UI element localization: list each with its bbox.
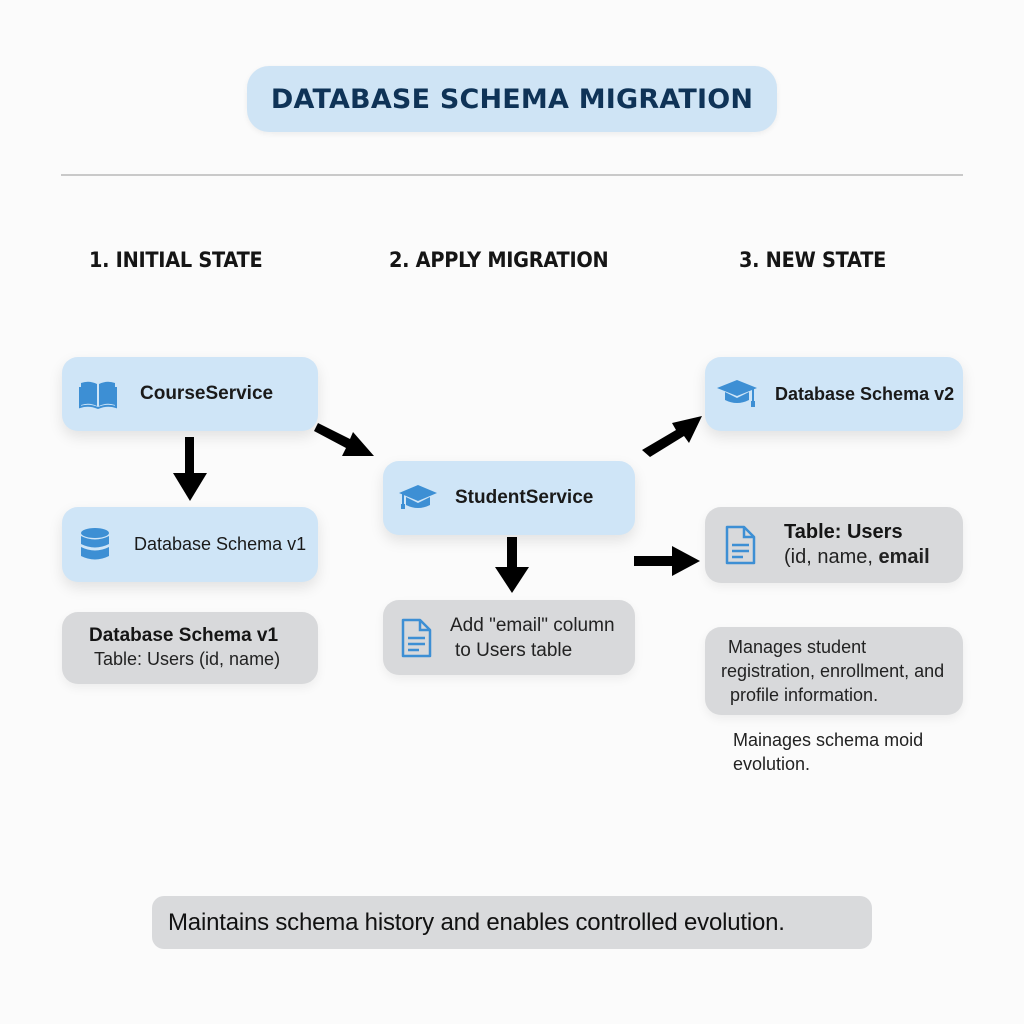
arrow-down-student-to-migration	[495, 537, 529, 593]
migration-step: Add "email" column to Users table	[383, 600, 635, 675]
footer-summary: Maintains schema history and enables con…	[152, 896, 872, 949]
schema-v2-node: Database Schema v2	[705, 357, 963, 431]
arrow-student-to-schema-v2	[642, 416, 702, 457]
student-service-node: StudentService	[383, 461, 635, 535]
student-service-label: StudentService	[455, 487, 594, 508]
course-service-label: CourseService	[140, 383, 274, 404]
users-table-v2-columns-prefix: (id, name,	[784, 546, 879, 568]
migration-step-line1: Add "email" column	[450, 614, 615, 636]
schema-v1-node-label: Database Schema v1	[134, 534, 307, 554]
users-table-v2-columns: (id, name, email	[784, 545, 930, 570]
migration-step-line2: to Users table	[455, 639, 573, 661]
course-service-node: CourseService	[62, 357, 318, 431]
schema-v2-node-label: Database Schema v2	[775, 383, 955, 404]
document-icon	[723, 525, 757, 565]
schema-v1-detail: Database Schema v1 Table: Users (id, nam…	[62, 612, 318, 684]
database-icon	[80, 527, 110, 563]
arrow-migration-to-users-table	[634, 546, 700, 576]
arrow-down-course-to-schema-v1	[173, 437, 207, 501]
graduation-cap-icon	[397, 483, 439, 513]
schema-evolution-note: Mainages schema moid evolution.	[733, 728, 923, 776]
student-service-description: Manages student registration, enrollment…	[705, 627, 963, 715]
student-desc-line3: profile information.	[730, 685, 879, 705]
graduation-cap-icon	[715, 378, 759, 410]
arrow-course-to-student	[314, 423, 374, 456]
student-desc-line2: registration, enrollment, and	[721, 661, 945, 681]
diagram-title: DATABASE SCHEMA MIGRATION	[270, 83, 754, 115]
users-table-v2-title: Table: Users	[784, 521, 903, 543]
student-desc-line1: Manages student	[728, 637, 867, 657]
schema-note-line2: evolution.	[733, 754, 811, 774]
divider	[61, 174, 963, 176]
title-banner: DATABASE SCHEMA MIGRATION	[247, 66, 777, 132]
footer-summary-text: Maintains schema history and enables con…	[168, 908, 785, 936]
schema-v1-detail-body: Table: Users (id, name)	[94, 648, 281, 669]
step-heading-initial-state: 1. INITIAL STATE	[89, 248, 263, 272]
step-heading-new-state: 3. NEW STATE	[739, 248, 887, 272]
users-table-v2-new-column: email	[878, 546, 930, 568]
document-icon	[399, 618, 433, 658]
schema-v1-node: Database Schema v1	[62, 507, 318, 582]
schema-v1-detail-title: Database Schema v1	[89, 624, 279, 646]
users-table-v2: Table: Users (id, name, email	[705, 507, 963, 583]
schema-note-line1: Mainages schema moid	[733, 730, 924, 750]
book-icon	[78, 379, 118, 409]
step-heading-apply-migration: 2. APPLY MIGRATION	[389, 248, 609, 272]
